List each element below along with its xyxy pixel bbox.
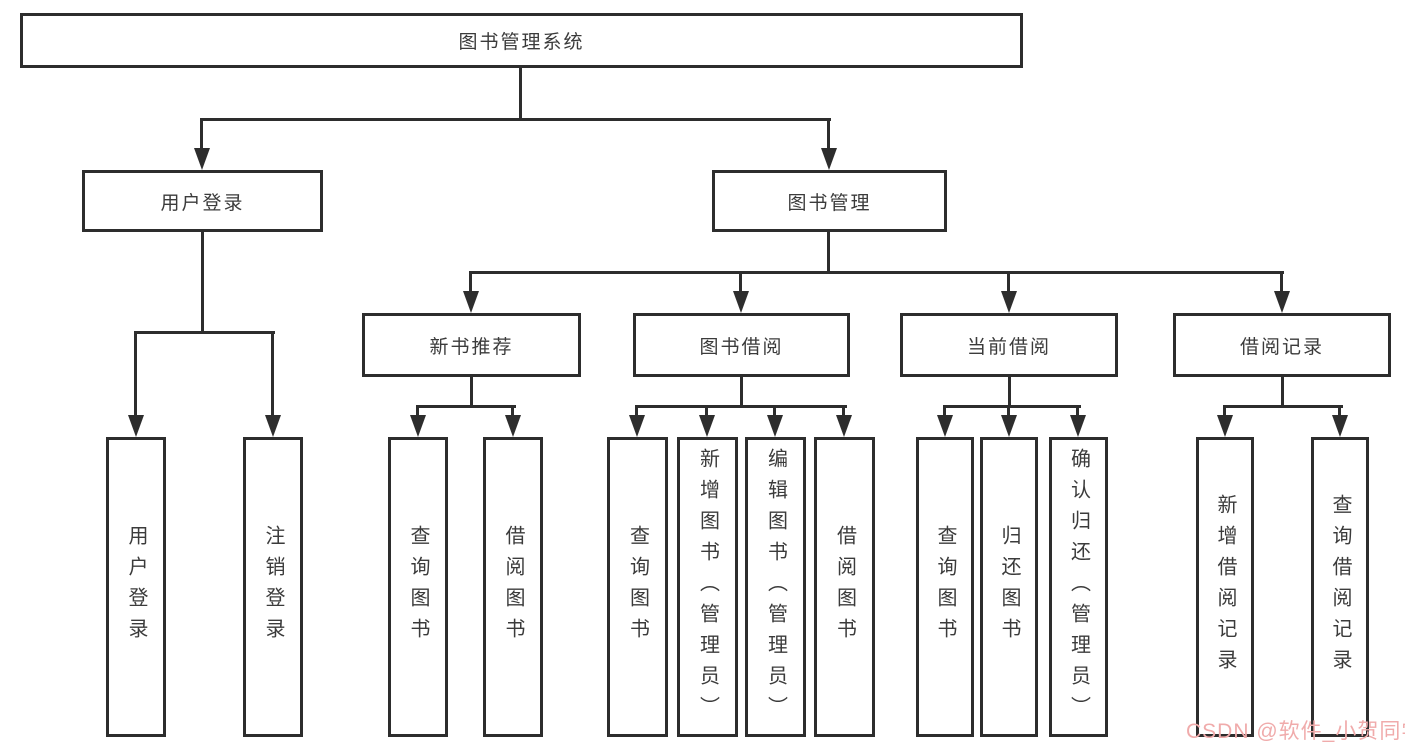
connector-g2-stem-2	[511, 405, 514, 417]
arrowhead-down-icon	[733, 291, 749, 313]
connector-g4-stem-3	[1076, 405, 1079, 417]
leaf-add-book-admin: 新增图书（管理员）	[677, 437, 738, 737]
connector-root-stem-right	[827, 118, 830, 150]
leaf-add-borrow-record: 新增借阅记录	[1196, 437, 1254, 737]
leaf-query-borrow-record-label: 查询借阅记录	[1329, 494, 1351, 680]
connector-g4-stem-2	[1007, 405, 1010, 417]
arrowhead-down-icon	[821, 148, 837, 170]
leaf-return-book-label: 归还图书	[998, 525, 1020, 649]
connector-login-drop	[201, 232, 204, 333]
connector-g5-drop	[1281, 377, 1284, 407]
leaf-query-book-recommend: 查询图书	[388, 437, 448, 737]
arrowhead-down-icon	[410, 415, 426, 437]
leaf-confirm-return-admin: 确认归还（管理员）	[1049, 437, 1108, 737]
arrowhead-down-icon	[128, 415, 144, 437]
leaf-query-book-recommend-label: 查询图书	[407, 525, 429, 649]
leaf-query-book-current: 查询图书	[916, 437, 974, 737]
leaf-return-book: 归还图书	[980, 437, 1038, 737]
connector-g4-bus	[944, 405, 1081, 408]
connector-g3-bus	[636, 405, 847, 408]
node-book-management-label: 图书管理	[787, 192, 872, 214]
leaf-logout-label: 注销登录	[262, 525, 284, 649]
leaf-borrow-book-label: 借阅图书	[833, 525, 856, 649]
arrowhead-down-icon	[265, 415, 281, 437]
node-current-borrow-label: 当前借阅	[966, 336, 1051, 358]
leaf-edit-book-admin-label: 编辑图书（管理员）	[764, 447, 787, 727]
connector-root-bus	[200, 118, 831, 121]
leaf-borrow-book: 借阅图书	[814, 437, 875, 737]
leaf-borrow-book-recommend-label: 借阅图书	[502, 525, 524, 649]
csdn-watermark: CSDN @软件_小贺同学	[1186, 720, 1405, 743]
leaf-borrow-book-recommend: 借阅图书	[483, 437, 543, 737]
leaf-logout: 注销登录	[243, 437, 303, 737]
node-current-borrow: 当前借阅	[900, 313, 1118, 377]
connector-root-drop	[519, 68, 522, 120]
arrowhead-down-icon	[1070, 415, 1086, 437]
leaf-add-book-admin-label: 新增图书（管理员）	[696, 447, 719, 727]
arrowhead-down-icon	[505, 415, 521, 437]
connector-g3-stem-3	[773, 405, 776, 417]
leaf-user-login-label: 用户登录	[125, 525, 147, 649]
node-book-borrow-label: 图书借阅	[699, 336, 784, 358]
node-user-login: 用户登录	[82, 170, 323, 232]
connector-mgmt-stem-3	[1007, 271, 1010, 293]
connector-g4-stem-1	[943, 405, 946, 417]
leaf-query-book-borrow-label: 查询图书	[626, 525, 649, 649]
connector-g3-drop	[740, 377, 743, 407]
leaf-edit-book-admin: 编辑图书（管理员）	[745, 437, 806, 737]
connector-login-bus	[134, 331, 275, 334]
arrowhead-down-icon	[1001, 291, 1017, 313]
arrowhead-down-icon	[194, 148, 210, 170]
leaf-query-borrow-record: 查询借阅记录	[1311, 437, 1369, 737]
connector-g2-drop	[470, 377, 473, 407]
connector-g3-stem-2	[705, 405, 708, 417]
connector-g3-stem-4	[842, 405, 845, 417]
arrowhead-down-icon	[937, 415, 953, 437]
node-new-book-recommend-label: 新书推荐	[429, 336, 514, 358]
connector-g4-drop	[1008, 377, 1011, 407]
node-library-system-label: 图书管理系统	[458, 32, 585, 53]
arrowhead-down-icon	[463, 291, 479, 313]
connector-mgmt-stem-4	[1280, 271, 1283, 293]
node-borrow-records: 借阅记录	[1173, 313, 1391, 377]
connector-g5-stem-2	[1338, 405, 1341, 417]
connector-mgmt-stem-2	[739, 271, 742, 293]
leaf-user-login: 用户登录	[106, 437, 166, 737]
connector-g5-stem-1	[1223, 405, 1226, 417]
node-new-book-recommend: 新书推荐	[362, 313, 581, 377]
arrowhead-down-icon	[1001, 415, 1017, 437]
arrowhead-down-icon	[1274, 291, 1290, 313]
connector-g5-bus	[1224, 405, 1343, 408]
connector-g2-bus	[417, 405, 516, 408]
arrowhead-down-icon	[629, 415, 645, 437]
arrowhead-down-icon	[699, 415, 715, 437]
connector-mgmt-bus	[470, 271, 1284, 274]
node-user-login-label: 用户登录	[160, 192, 245, 214]
connector-mgmt-drop	[827, 232, 830, 273]
node-borrow-records-label: 借阅记录	[1239, 336, 1324, 358]
connector-login-stem-1	[134, 331, 137, 415]
node-book-borrow: 图书借阅	[633, 313, 850, 377]
connector-mgmt-stem-1	[469, 271, 472, 293]
leaf-query-book-current-label: 查询图书	[934, 525, 956, 649]
arrowhead-down-icon	[1332, 415, 1348, 437]
arrowhead-down-icon	[836, 415, 852, 437]
connector-g2-stem-1	[416, 405, 419, 417]
arrowhead-down-icon	[1217, 415, 1233, 437]
node-library-system: 图书管理系统	[20, 13, 1023, 68]
connector-g3-stem-1	[635, 405, 638, 417]
connector-root-stem-left	[200, 118, 203, 150]
node-book-management: 图书管理	[712, 170, 947, 232]
connector-login-stem-2	[271, 331, 274, 415]
arrowhead-down-icon	[767, 415, 783, 437]
leaf-add-borrow-record-label: 新增借阅记录	[1214, 494, 1236, 680]
leaf-confirm-return-admin-label: 确认归还（管理员）	[1067, 447, 1090, 727]
leaf-query-book-borrow: 查询图书	[607, 437, 668, 737]
